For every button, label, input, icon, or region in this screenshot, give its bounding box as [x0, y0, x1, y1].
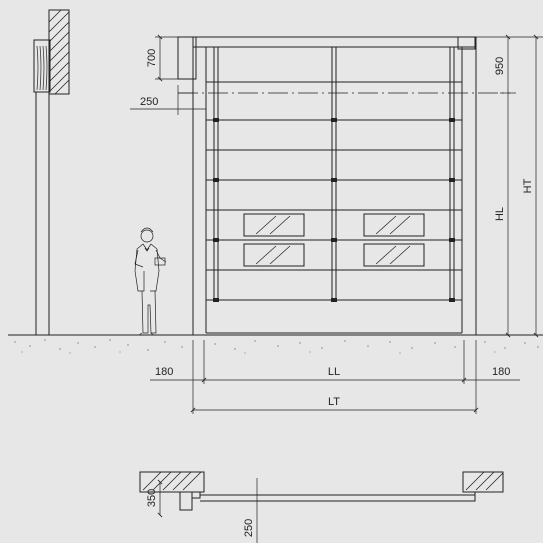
side-section	[33, 9, 70, 335]
plan-view	[139, 471, 504, 543]
header-box	[177, 36, 197, 80]
dim-lt: LT	[328, 396, 340, 408]
coil-curtain	[36, 45, 48, 91]
dimension-lines	[130, 34, 543, 414]
dim-250-plan: 250	[243, 519, 255, 537]
ground	[8, 334, 543, 354]
dim-hl: HL	[494, 207, 506, 221]
dim-950: 950	[494, 57, 506, 75]
wall-hatch	[48, 9, 70, 95]
door-slats	[206, 81, 462, 301]
coil-box	[33, 39, 51, 93]
dim-180-left: 180	[155, 366, 173, 378]
door-frame	[192, 36, 477, 336]
dim-180-right: 180	[492, 366, 510, 378]
door-elevation	[177, 36, 510, 336]
dim-350: 350	[146, 489, 158, 507]
dim-ht: HT	[522, 178, 534, 193]
dim-250: 250	[140, 96, 158, 108]
right-cap	[457, 36, 476, 50]
human-figure	[134, 227, 167, 336]
dim-ll: LL	[328, 366, 340, 378]
door-windows	[243, 213, 425, 267]
dim-700: 700	[146, 49, 158, 67]
slat-clamps	[213, 118, 455, 302]
